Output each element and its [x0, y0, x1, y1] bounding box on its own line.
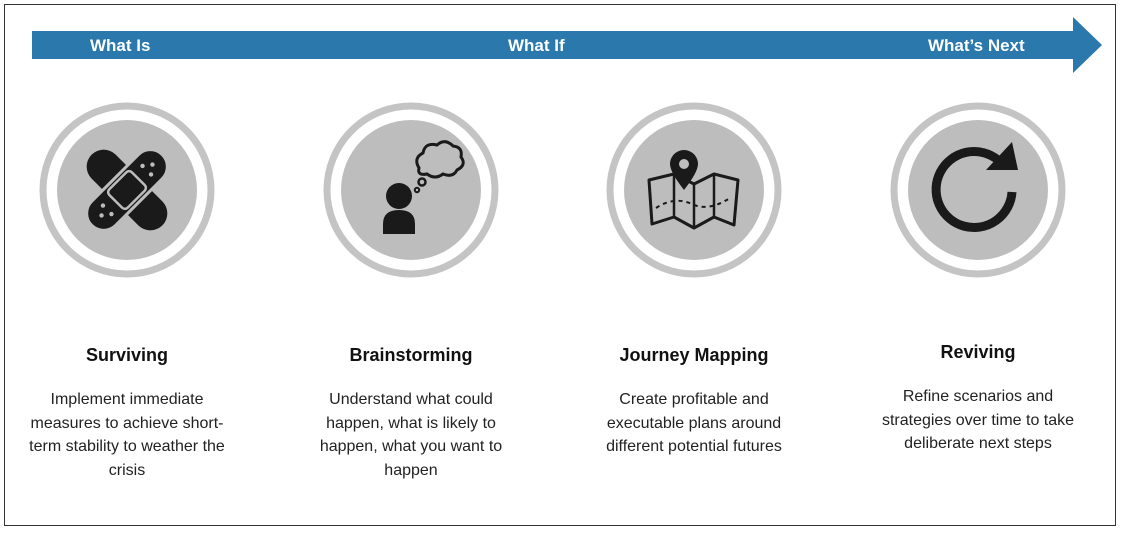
map-pin-icon [606, 102, 782, 278]
step-title: Surviving [85, 345, 169, 365]
step-journey-mapping: Journey Mapping Create profitable and ex… [569, 100, 819, 459]
step-description: Understand what could happen, what is li… [319, 391, 503, 479]
bandage-icon [39, 102, 215, 278]
diagram-frame [4, 4, 1116, 526]
refresh-icon [890, 102, 1066, 278]
phase-whats-next: What’s Next [928, 36, 1025, 55]
step-brainstorming: Brainstorming Understand what could happ… [286, 100, 536, 482]
thinking-badge [321, 100, 501, 280]
phase-what-if: What If [508, 36, 565, 55]
phase-what-is: What Is [90, 36, 151, 55]
step-title: Journey Mapping [619, 345, 769, 365]
timeline-arrow [32, 17, 1102, 73]
refresh-badge [888, 100, 1068, 280]
step-surviving: Surviving Implement immediate measures t… [2, 100, 252, 482]
step-reviving: Reviving Refine scenarios and strategies… [853, 100, 1103, 456]
step-title: Brainstorming [349, 345, 473, 365]
step-description: Implement immediate measures to achieve … [29, 391, 225, 479]
step-title: Reviving [940, 342, 1016, 362]
map-badge [604, 100, 784, 280]
step-description: Create profitable and executable plans a… [606, 391, 782, 455]
step-description: Refine scenarios and strategies over tim… [881, 388, 1075, 452]
bandage-badge [37, 100, 217, 280]
thinking-person-icon [323, 102, 499, 278]
